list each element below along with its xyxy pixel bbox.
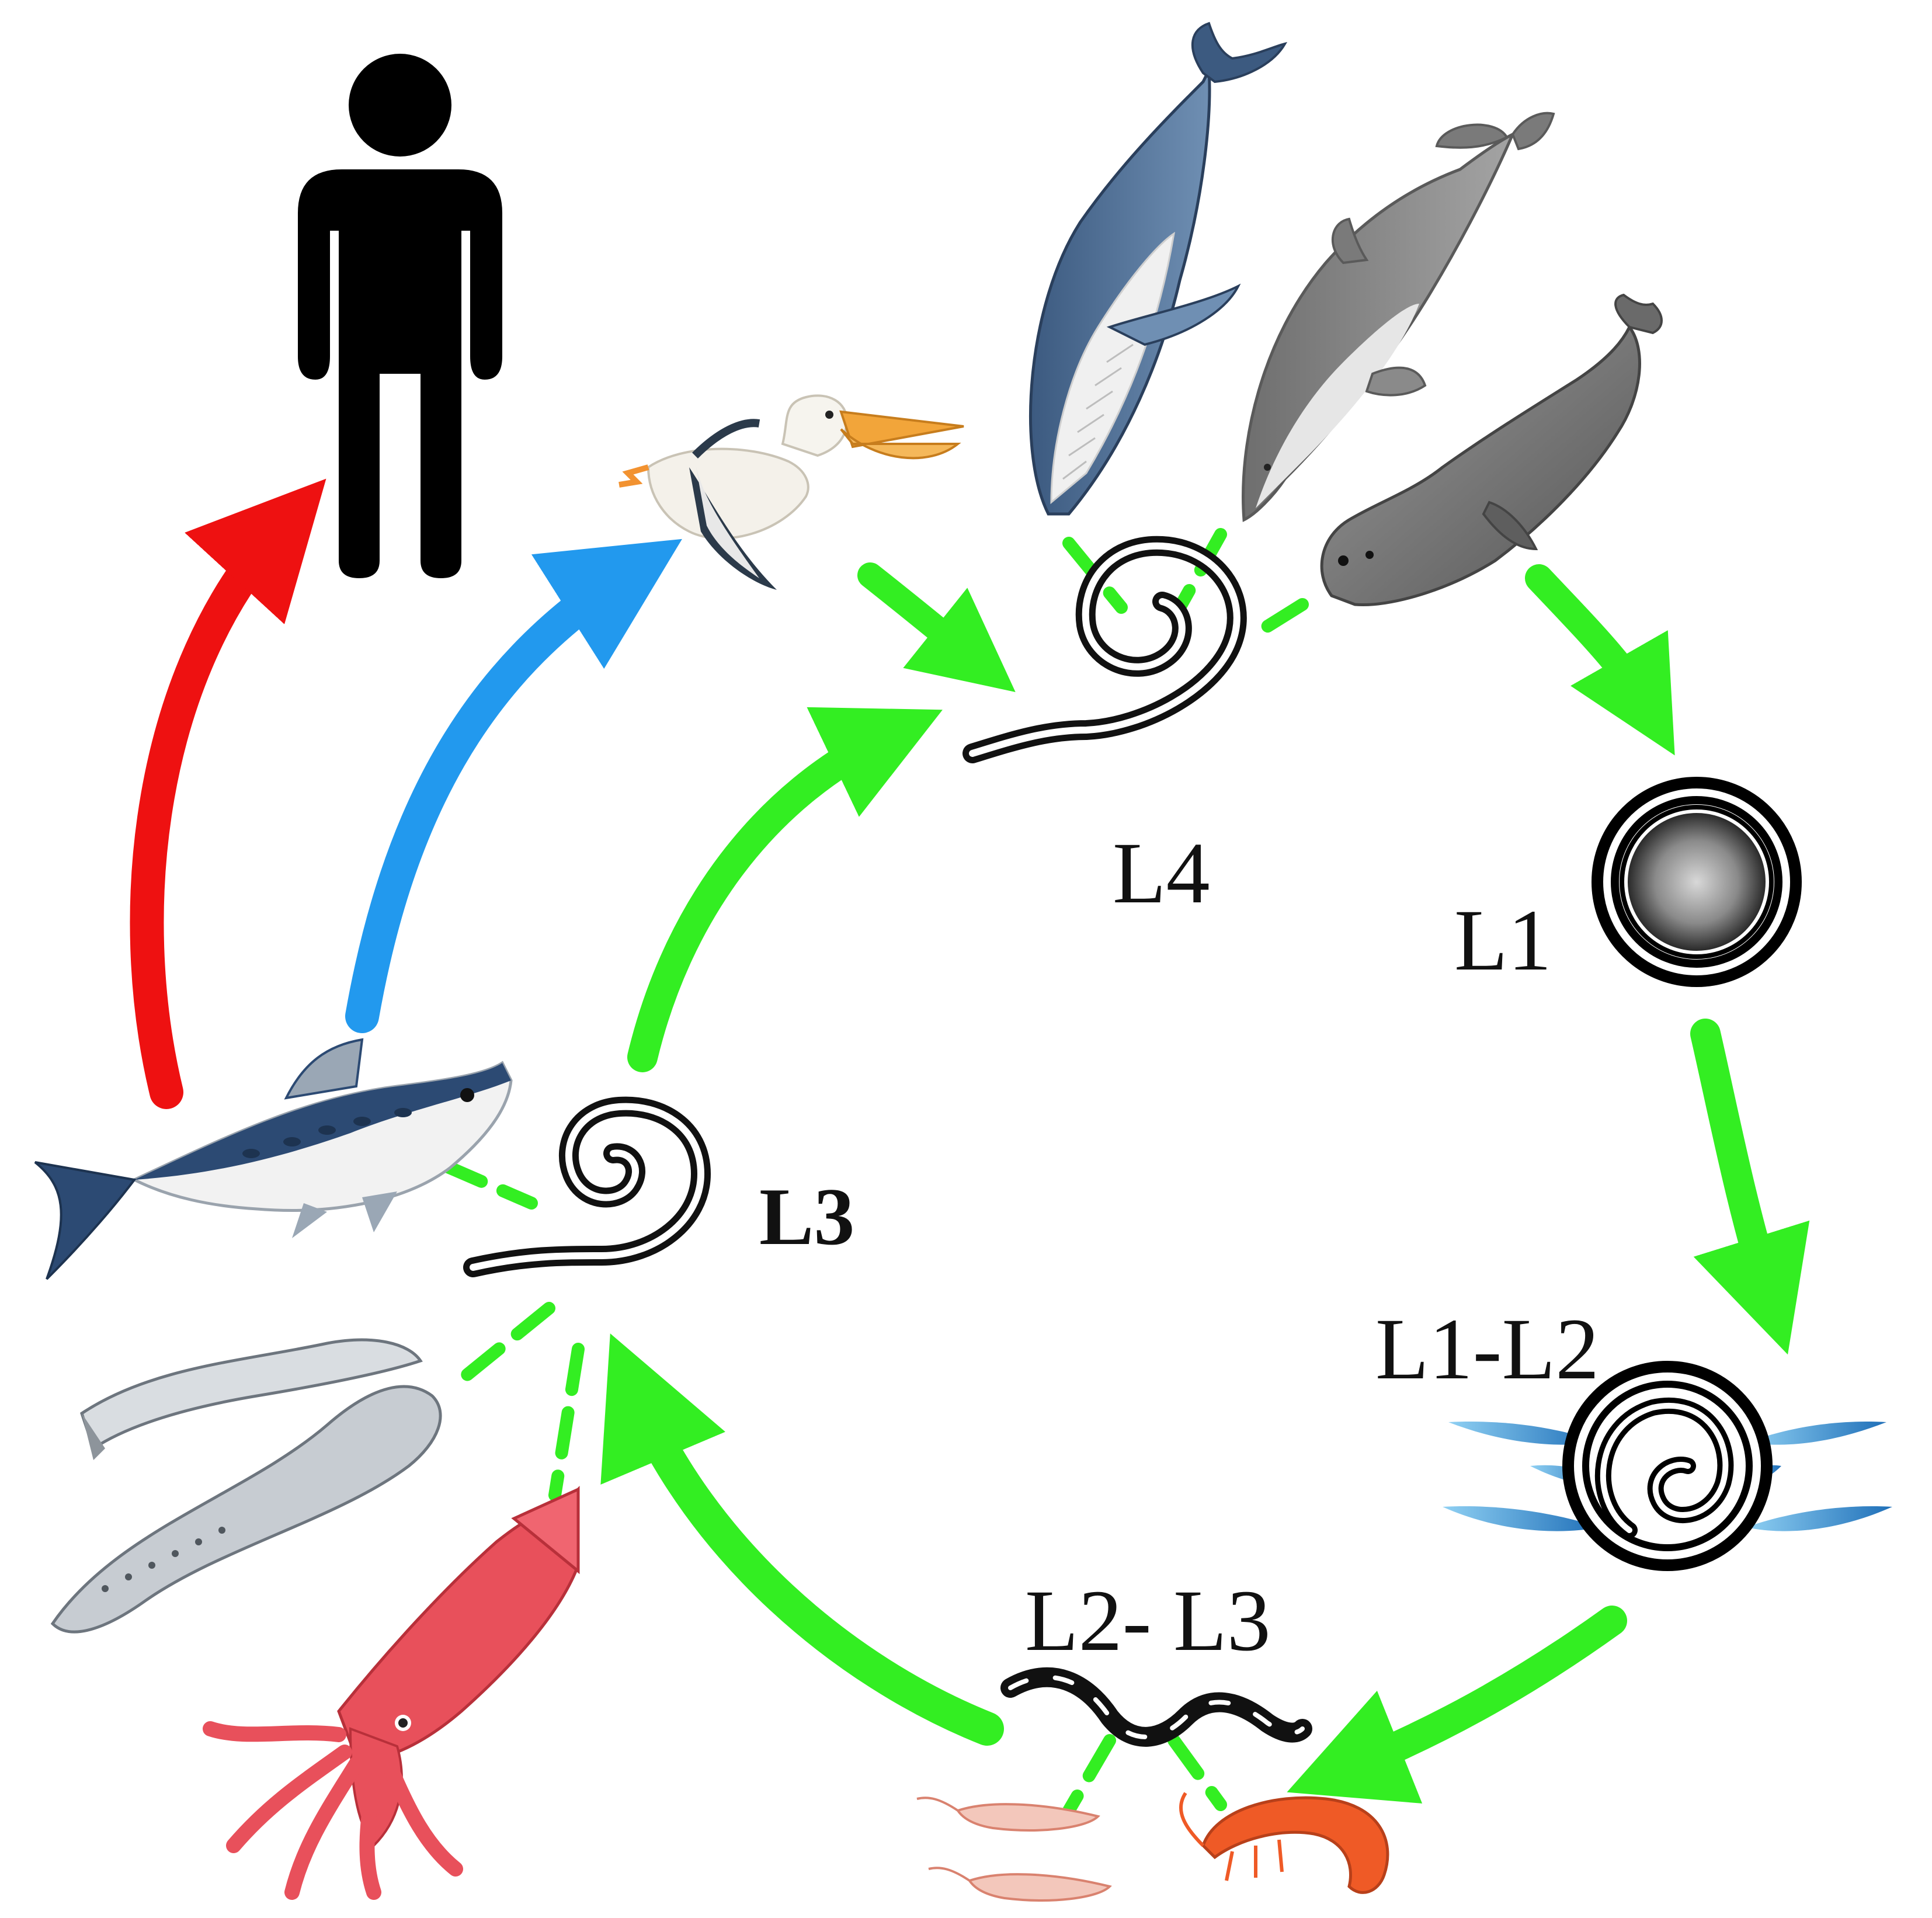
arrow-l1-to-l1l2 — [1690, 1019, 1810, 1355]
shrimp-icon — [1179, 1792, 1389, 1894]
arrow-fish-to-bird — [345, 538, 682, 1033]
l2-l3-larva-icon — [1000, 1667, 1312, 1747]
arrow-l3-to-l4 — [627, 707, 943, 1072]
seal-icon — [1320, 293, 1663, 607]
arrow-fish-to-human — [130, 478, 326, 1109]
arrow-l2l3-to-l3 — [600, 1333, 1004, 1746]
whale-icon — [1029, 22, 1288, 516]
label-l2-l3: L2- L3 — [1025, 1572, 1271, 1669]
label-l3: L3 — [759, 1172, 854, 1262]
squid-icon — [203, 1485, 580, 1900]
label-l4: L4 — [1113, 825, 1210, 922]
label-l1-l2: L1-L2 — [1375, 1301, 1599, 1398]
arrow-seal-to-l1 — [1525, 564, 1675, 756]
krill-icon — [916, 1797, 1112, 1902]
arrow-bird-to-l4 — [857, 562, 1016, 692]
dolphin-icon — [1242, 112, 1555, 522]
l1-l2-egg-icon — [1562, 1361, 1773, 1571]
pelican-icon — [618, 394, 964, 590]
fish-icon — [34, 1038, 513, 1280]
l4-larva-icon — [962, 536, 1247, 763]
eel-icon — [50, 1338, 442, 1634]
human-silhouette-icon — [298, 54, 502, 578]
l1-egg-icon — [1592, 777, 1802, 987]
label-l1: L1 — [1454, 892, 1552, 989]
dashed-connectors — [437, 528, 1309, 1817]
arrow-l1l2-to-l2l3 — [1287, 1606, 1627, 1804]
l3-larva-icon — [463, 1096, 711, 1277]
water-icon — [1443, 1422, 1892, 1531]
